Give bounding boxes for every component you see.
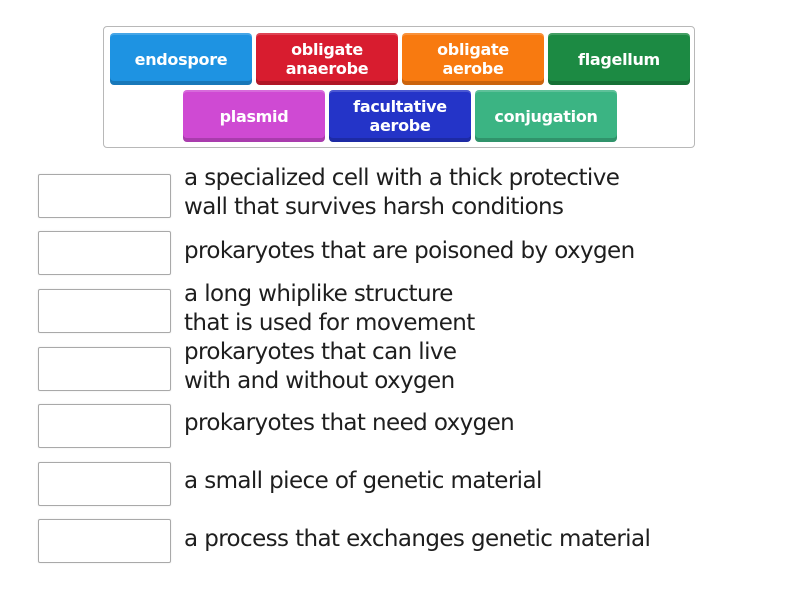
description-5: prokaryotes that need oxygen: [184, 410, 515, 436]
drop-box-5[interactable]: [38, 404, 171, 448]
description-4: prokaryotes that can live with and witho…: [184, 339, 457, 394]
tile-flagellum[interactable]: flagellum: [548, 33, 690, 85]
tile-facultative-aerobe[interactable]: facultative aerobe: [329, 90, 471, 142]
tile-label: plasmid: [219, 106, 289, 126]
tile-label: obligate aerobe: [437, 40, 509, 78]
description-7: a process that exchanges genetic materia…: [184, 526, 651, 552]
drop-box-2[interactable]: [38, 231, 171, 275]
tile-obligate-anaerobe[interactable]: obligate anaerobe: [256, 33, 398, 85]
tile-conjugation[interactable]: conjugation: [475, 90, 617, 142]
tile-obligate-aerobe[interactable]: obligate aerobe: [402, 33, 544, 85]
description-1: a specialized cell with a thick protecti…: [184, 165, 620, 220]
tile-endospore[interactable]: endospore: [110, 33, 252, 85]
tile-label: facultative aerobe: [353, 97, 447, 135]
drop-box-1[interactable]: [38, 174, 171, 218]
description-2: prokaryotes that are poisoned by oxygen: [184, 238, 635, 264]
drop-box-3[interactable]: [38, 289, 171, 333]
drop-box-4[interactable]: [38, 347, 171, 391]
description-3: a long whiplike structure that is used f…: [184, 281, 475, 336]
description-6: a small piece of genetic material: [184, 468, 542, 494]
tile-label: obligate anaerobe: [285, 40, 369, 78]
tile-label: flagellum: [578, 49, 660, 69]
tile-label: endospore: [134, 49, 228, 69]
drop-box-6[interactable]: [38, 462, 171, 506]
drop-box-7[interactable]: [38, 519, 171, 563]
tile-plasmid[interactable]: plasmid: [183, 90, 325, 142]
tile-label: conjugation: [494, 106, 598, 126]
